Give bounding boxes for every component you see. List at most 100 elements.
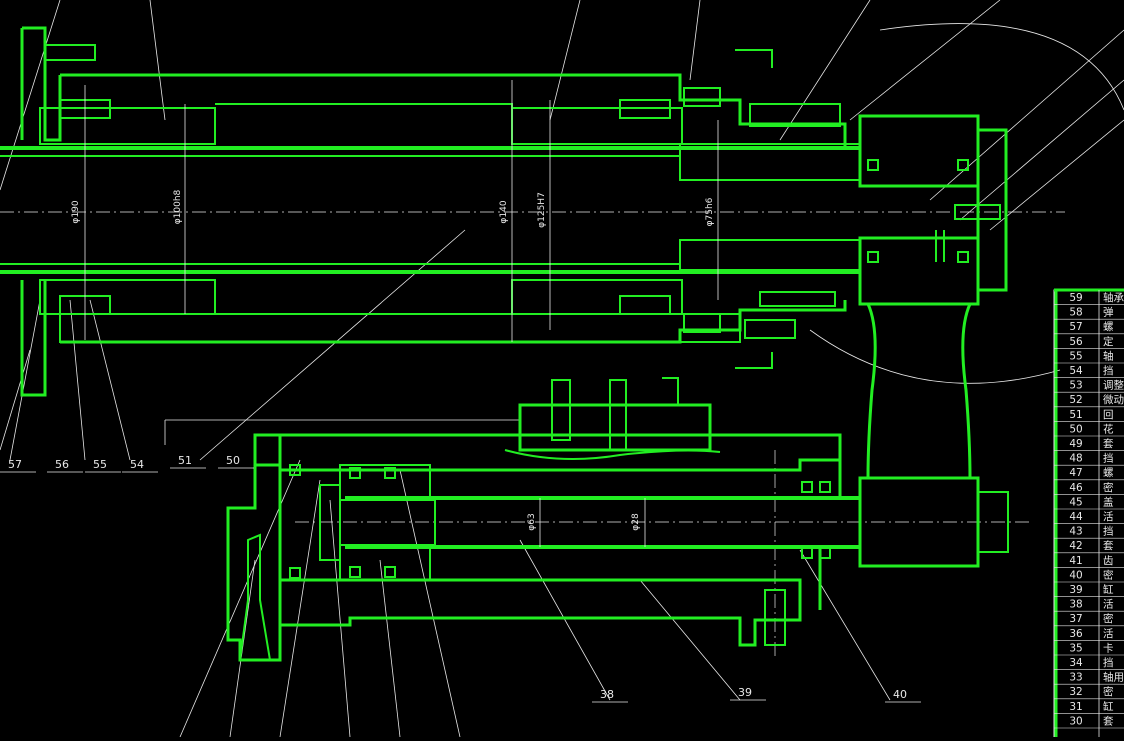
table-row[interactable]: 53 调整 xyxy=(1054,379,1124,393)
balloon-label: 57 xyxy=(8,458,22,471)
part-name: 轴用 xyxy=(1103,671,1124,684)
end-housing[interactable] xyxy=(858,114,1009,568)
part-name: 套 xyxy=(1103,539,1114,552)
dimension-text: φ28 xyxy=(631,513,641,531)
table-row[interactable]: 46 密 xyxy=(1054,481,1124,495)
table-row[interactable]: 55 轴 xyxy=(1054,349,1124,364)
table-row[interactable]: 51 回 xyxy=(1054,409,1124,422)
dimension-text: φ190 xyxy=(71,200,81,223)
part-name: 螺 xyxy=(1103,321,1114,333)
cylinder-assembly[interactable] xyxy=(226,377,860,662)
part-name: 螺 xyxy=(1103,467,1114,479)
part-name: 调整 xyxy=(1103,379,1124,392)
table-row[interactable]: 50 花 xyxy=(1054,422,1124,437)
part-name: 挡 xyxy=(1103,656,1114,669)
table-row[interactable]: 47 螺 xyxy=(1054,467,1124,481)
part-number: 57 xyxy=(1069,321,1082,333)
dimension-text: φ63 xyxy=(527,513,537,530)
table-row[interactable]: 32 密 xyxy=(1054,685,1124,700)
part-name: 回 xyxy=(1103,409,1114,421)
balloon-label: 56 xyxy=(55,458,69,471)
part-number: 53 xyxy=(1069,380,1082,392)
part-name: 活 xyxy=(1103,628,1114,640)
part-name: 套 xyxy=(1103,437,1114,450)
table-row[interactable]: 39 缸 xyxy=(1054,583,1124,597)
part-number: 52 xyxy=(1069,394,1082,406)
part-name: 挡 xyxy=(1103,364,1114,377)
table-row[interactable]: 30 套 xyxy=(1054,714,1124,729)
part-name: 密 xyxy=(1103,568,1114,581)
part-name: 齿 xyxy=(1103,555,1114,567)
balloon-label: 55 xyxy=(93,458,107,471)
part-number: 30 xyxy=(1069,715,1082,727)
part-number: 46 xyxy=(1069,482,1083,494)
part-name: 套 xyxy=(1103,714,1114,727)
balloon-label: 51 xyxy=(178,454,192,467)
part-number: 40 xyxy=(1069,569,1082,581)
part-name: 活 xyxy=(1103,511,1114,523)
part-number: 55 xyxy=(1069,350,1082,362)
part-name: 密 xyxy=(1103,685,1114,698)
part-name: 挡 xyxy=(1103,452,1114,465)
part-number: 32 xyxy=(1069,686,1082,698)
table-row[interactable]: 34 挡 xyxy=(1054,656,1124,670)
part-name: 缸 xyxy=(1103,700,1114,713)
table-row[interactable]: 52 微动 xyxy=(1054,393,1124,408)
table-frame xyxy=(1053,289,1124,741)
part-number: 38 xyxy=(1069,599,1082,611)
part-name: 弹 xyxy=(1103,306,1114,319)
part-number: 59 xyxy=(1069,292,1082,304)
part-number: 45 xyxy=(1069,496,1082,508)
table-row[interactable]: 57 螺 xyxy=(1054,321,1124,335)
part-number: 37 xyxy=(1069,613,1082,625)
balloon-label: 50 xyxy=(226,454,240,467)
table-row[interactable]: 41 齿 xyxy=(1054,555,1124,568)
part-name: 花 xyxy=(1103,422,1114,435)
table-row[interactable]: 33 轴用 xyxy=(1054,671,1124,685)
part-name: 轴 xyxy=(1103,349,1114,362)
balloon-label: 40 xyxy=(893,688,907,701)
table-row[interactable]: 40 密 xyxy=(1054,568,1124,583)
part-number: 43 xyxy=(1069,526,1082,538)
table-row[interactable]: 59 轴承 xyxy=(1054,291,1124,305)
part-number: 50 xyxy=(1069,423,1082,435)
part-name: 密 xyxy=(1103,481,1114,494)
part-number: 47 xyxy=(1069,467,1082,479)
table-row[interactable]: 45 盖 xyxy=(1054,495,1124,510)
part-name: 卡 xyxy=(1103,641,1114,654)
part-number: 51 xyxy=(1069,409,1082,421)
part-number: 41 xyxy=(1069,555,1082,567)
balloon-label: 54 xyxy=(130,458,144,471)
part-number: 39 xyxy=(1069,584,1082,596)
part-number: 33 xyxy=(1069,672,1082,684)
dimension-text: φ100h8 xyxy=(173,189,183,224)
part-name: 缸 xyxy=(1103,583,1114,596)
dimension-text: φ140 xyxy=(499,200,509,223)
spindle-assembly[interactable] xyxy=(0,26,861,397)
part-name: 微动 xyxy=(1103,393,1124,406)
dimension-text: φ125H7 xyxy=(537,192,547,228)
part-name: 盖 xyxy=(1103,495,1114,508)
part-name: 轴承 xyxy=(1103,291,1124,304)
part-number: 34 xyxy=(1069,657,1083,669)
balloon-label: 39 xyxy=(738,686,752,699)
